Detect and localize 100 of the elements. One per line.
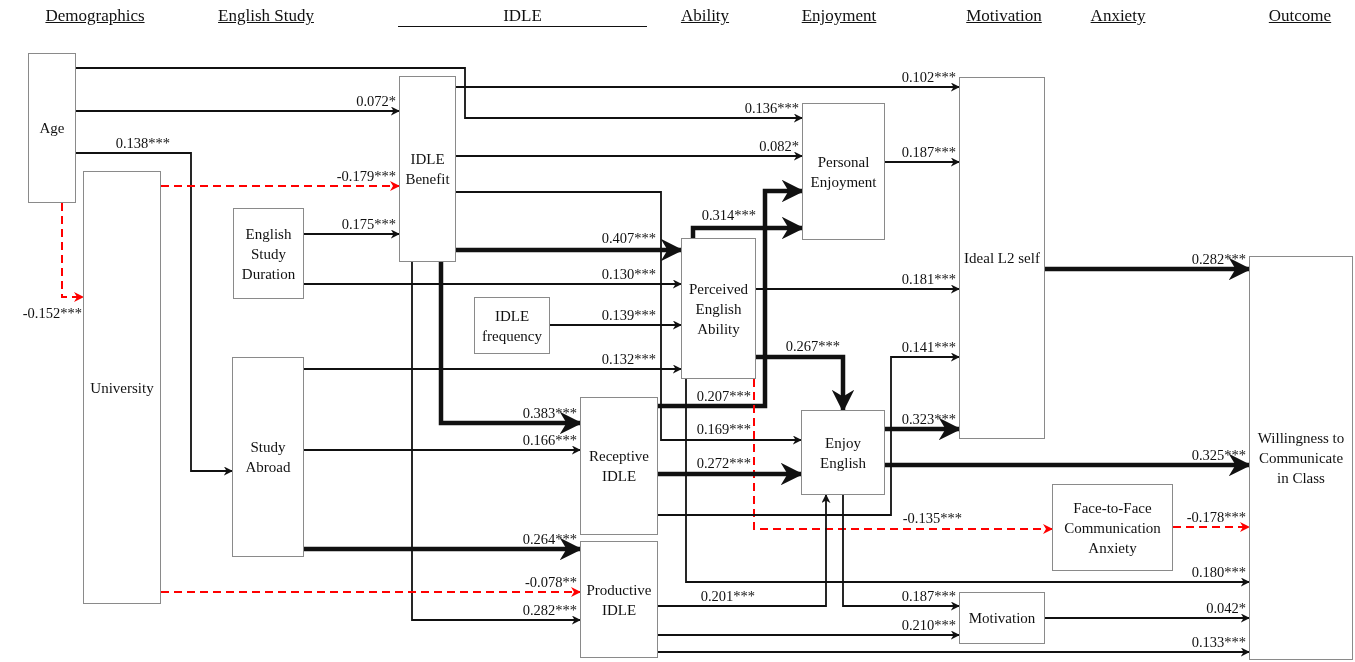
variable-label: Willingness to Communicate in Class xyxy=(1256,429,1346,488)
arrow xyxy=(657,630,960,640)
arrow xyxy=(455,82,960,92)
column-heading: Ability xyxy=(679,6,731,26)
edge-label: 0.207*** xyxy=(696,388,751,404)
edge-label: 0.166*** xyxy=(522,432,577,448)
variable-box xyxy=(959,592,1045,644)
arrow xyxy=(411,261,581,625)
edge-label: 0.201*** xyxy=(700,588,755,604)
variable-label: Motivation xyxy=(968,609,1036,628)
variable-label: Face-to-Face Communication Anxiety xyxy=(1063,498,1162,558)
arrow xyxy=(61,202,84,302)
variable-label: University xyxy=(90,378,154,398)
arrow xyxy=(160,181,400,191)
edge-label: 0.175*** xyxy=(341,216,396,232)
edge-label: 0.072* xyxy=(356,93,396,109)
variable-label: IDLE frequency xyxy=(481,306,543,346)
arrow xyxy=(685,378,1250,587)
column-heading: IDLE xyxy=(398,6,647,27)
edge-label: 0.141*** xyxy=(901,339,956,355)
variable-box xyxy=(233,208,304,299)
edge-label: 0.138*** xyxy=(115,135,170,151)
edge-label: 0.323*** xyxy=(901,411,956,427)
edge-label: 0.187*** xyxy=(901,144,956,160)
arrow xyxy=(753,378,1053,534)
arrow xyxy=(303,229,400,239)
edge-label: 0.272*** xyxy=(696,455,751,471)
variable-label: Productive IDLE xyxy=(585,580,653,620)
variable-label: Age xyxy=(39,119,65,138)
variable-label: Study Abroad xyxy=(244,438,292,477)
arrow xyxy=(657,494,831,607)
edge-label: 0.169*** xyxy=(696,421,751,437)
variable-box xyxy=(399,76,456,262)
arrow xyxy=(75,67,803,123)
variable-label: Perceived English Ability xyxy=(687,279,750,339)
arrow xyxy=(884,157,960,167)
variable-label: Ideal L2 self xyxy=(964,249,1040,268)
edge-label: -0.152*** xyxy=(22,305,82,321)
edge-label: -0.135*** xyxy=(902,510,962,526)
arrow xyxy=(303,279,682,289)
edge-label: 0.181*** xyxy=(901,271,956,287)
edge-label: 0.407*** xyxy=(601,230,656,246)
edge-label: 0.133*** xyxy=(1191,634,1246,650)
edge-label: 0.139*** xyxy=(601,307,656,323)
column-heading: Demographics xyxy=(44,6,146,26)
arrow xyxy=(755,284,960,294)
column-heading: Outcome xyxy=(1267,6,1333,26)
variable-box xyxy=(959,77,1045,439)
variable-box xyxy=(801,410,885,495)
arrow xyxy=(657,647,1250,657)
edge-label: 0.314*** xyxy=(701,207,756,223)
variable-box xyxy=(580,541,658,658)
arrow xyxy=(303,364,682,374)
column-heading: English Study xyxy=(217,6,315,26)
edge-label: 0.282*** xyxy=(522,602,577,618)
edge-label: 0.136*** xyxy=(744,100,799,116)
edge-label: 0.267*** xyxy=(785,338,840,354)
edge-label: 0.132*** xyxy=(601,351,656,367)
variable-box xyxy=(580,397,658,535)
variable-box xyxy=(474,297,550,354)
arrow xyxy=(75,152,233,476)
arrow xyxy=(549,320,682,330)
edge-label: 0.130*** xyxy=(601,266,656,282)
edge-label: 0.082* xyxy=(759,138,799,154)
edge-label: 0.180*** xyxy=(1191,564,1246,580)
edge-label: -0.178*** xyxy=(1186,509,1246,525)
edge-label: 0.264*** xyxy=(522,531,577,547)
arrow xyxy=(303,445,581,455)
variable-box xyxy=(83,171,161,604)
arrow xyxy=(455,151,803,161)
variable-box xyxy=(1052,484,1173,571)
variable-label: Personal Enjoyment xyxy=(809,152,878,192)
edge-label: 0.042* xyxy=(1206,600,1246,616)
edge-label: 0.187*** xyxy=(901,588,956,604)
arrow xyxy=(657,352,960,516)
variable-box xyxy=(1249,256,1353,660)
variable-box xyxy=(232,357,304,557)
variable-label: Enjoy English xyxy=(819,433,867,473)
edge-label: -0.078** xyxy=(525,574,577,590)
arrow xyxy=(842,494,960,611)
edge-label: 0.325*** xyxy=(1191,447,1246,463)
arrow xyxy=(75,106,400,116)
variable-box xyxy=(28,53,76,203)
variable-label: Receptive IDLE xyxy=(588,447,650,486)
arrow xyxy=(1172,522,1250,532)
column-heading: Enjoyment xyxy=(800,6,878,26)
arrow xyxy=(455,191,802,445)
column-heading: Anxiety xyxy=(1089,6,1147,26)
variable-label: IDLE Benefit xyxy=(404,150,451,189)
edge-label: 0.210*** xyxy=(901,617,956,633)
edge-label: 0.282*** xyxy=(1191,251,1246,267)
edge-label: -0.179*** xyxy=(336,168,396,184)
arrow xyxy=(1044,613,1250,623)
arrow xyxy=(160,587,581,597)
variable-box xyxy=(802,103,885,240)
variable-label: English Study Duration xyxy=(240,224,297,284)
variable-box xyxy=(681,238,756,379)
column-heading: Motivation xyxy=(965,6,1043,26)
edge-label: 0.102*** xyxy=(901,69,956,85)
edge-label: 0.383*** xyxy=(522,405,577,421)
